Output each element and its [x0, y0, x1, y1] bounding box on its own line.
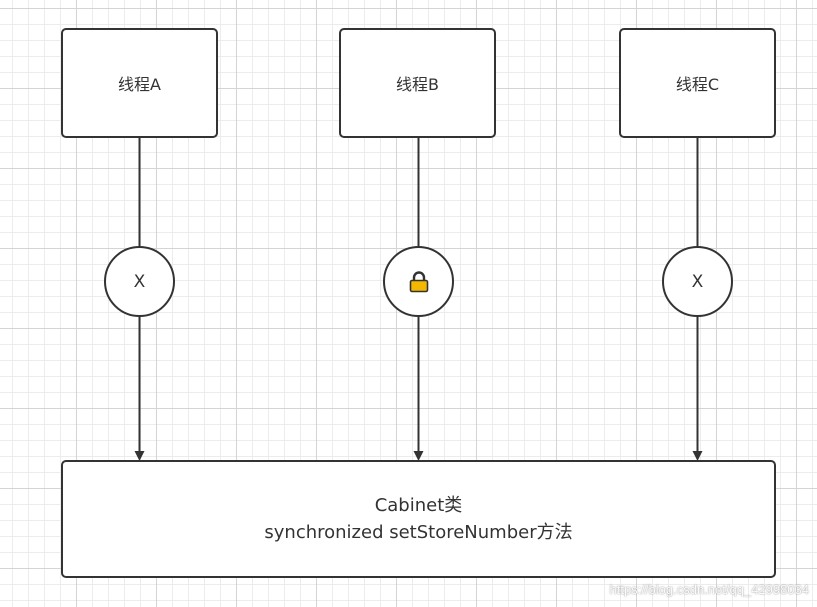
- thread-b-box: 线程B: [339, 28, 496, 138]
- thread-c-box: 线程C: [619, 28, 776, 138]
- cabinet-title: Cabinet类: [374, 495, 463, 516]
- thread-a-label: 线程A: [118, 75, 161, 94]
- thread-a-box: 线程A: [61, 28, 218, 138]
- watermark: https://blog.csdn.net/qq_42998034: [609, 582, 810, 597]
- cabinet-class-box: Cabinet类 synchronized setStoreNumber方法: [61, 460, 776, 578]
- cabinet-method: synchronized setStoreNumber方法: [264, 522, 573, 543]
- thread-c-label: 线程C: [675, 75, 720, 94]
- lock-icon: [409, 270, 428, 292]
- lock-gate-b: [383, 246, 454, 317]
- thread-b-label: 线程B: [396, 75, 439, 94]
- blocked-gate-c: X: [662, 246, 733, 317]
- blocked-mark-c: X: [691, 271, 704, 292]
- blocked-mark-a: X: [133, 271, 146, 292]
- blocked-gate-a: X: [104, 246, 175, 317]
